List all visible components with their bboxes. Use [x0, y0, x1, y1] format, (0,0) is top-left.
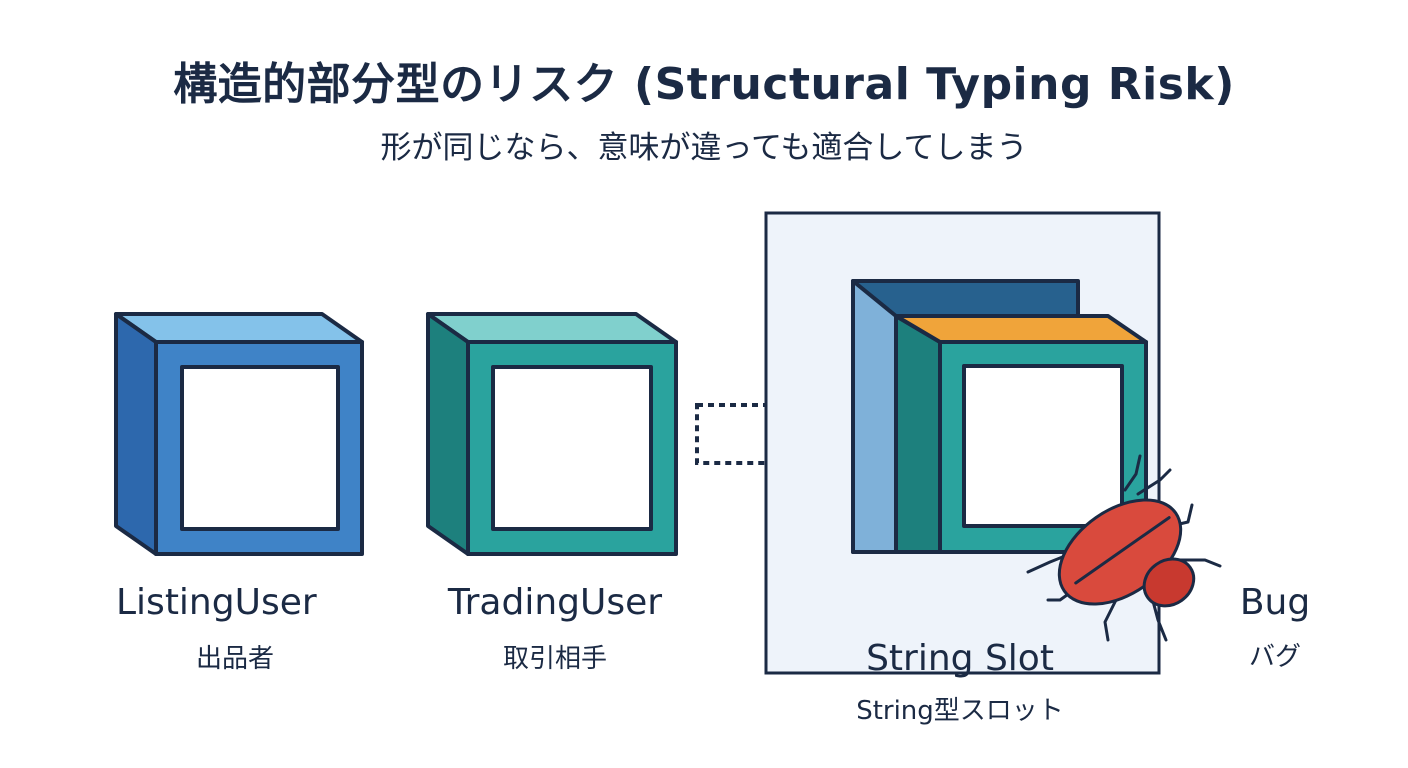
listing-user-sub: 出品者 [196, 644, 275, 674]
listing-user-label: ListingUser [116, 582, 317, 623]
string-slot-sub: String型スロット [856, 696, 1064, 726]
trading-user-cube-side [426, 312, 470, 556]
trading-user-sub: 取引相手 [502, 644, 607, 674]
bug-sub: バグ [1248, 642, 1301, 672]
trading-user-label: TradingUser [447, 582, 663, 623]
string-slot-label: String Slot [866, 638, 1054, 679]
string-slot-shape [851, 279, 1148, 554]
trading-user-cube-hole [491, 365, 653, 531]
trading-user-cube [426, 312, 678, 556]
page-subtitle: 形が同じなら、意味が違っても適合してしまう [380, 130, 1028, 166]
page-title: 構造的部分型のリスク (Structural Typing Risk) [173, 59, 1235, 110]
slot-orange-top [894, 314, 1148, 344]
slot-inner-side [894, 314, 942, 554]
listing-user-cube-hole [180, 365, 340, 531]
bug-icon [1026, 454, 1222, 642]
listing-user-cube [114, 312, 364, 556]
listing-user-cube-side [114, 312, 158, 556]
slot-hole [962, 364, 1124, 528]
bug-label: Bug [1239, 582, 1311, 623]
